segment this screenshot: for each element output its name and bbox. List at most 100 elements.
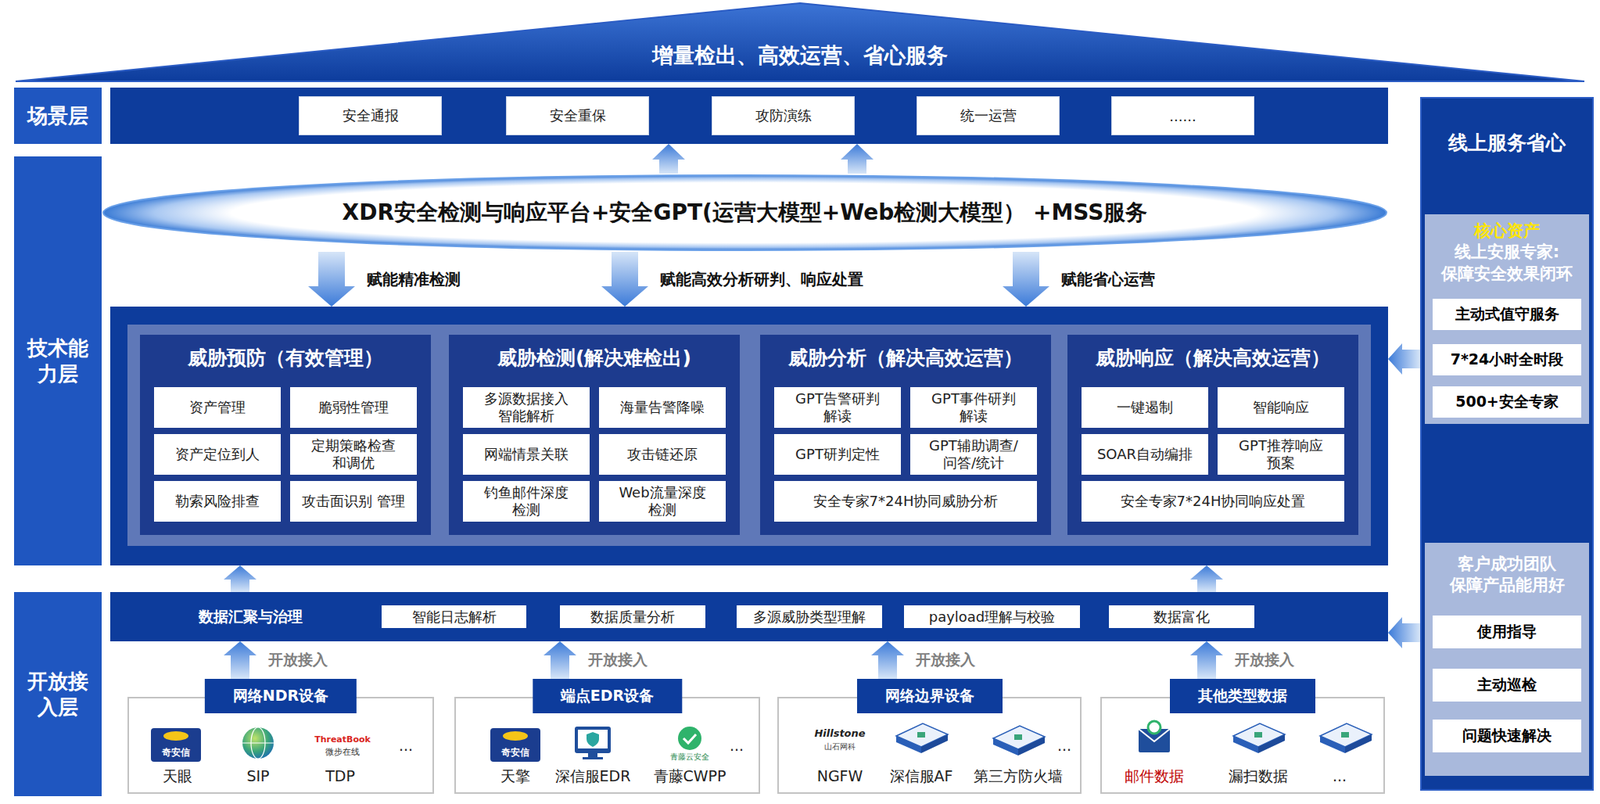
- capability-box: 安全专家7*24H协同响应处置: [1081, 480, 1345, 522]
- block-arrow: [871, 641, 905, 679]
- node-text: 统一运营: [960, 106, 1017, 126]
- service-box: 使用指导: [1432, 615, 1582, 649]
- roof: [15, 3, 1585, 82]
- device-label: 青藤CWPP: [653, 767, 727, 785]
- node-text: 攻击面识别 管理: [301, 492, 406, 510]
- capability-box: 海量告警降噪: [599, 387, 726, 428]
- heading-block: 威胁预防（有效管理）: [139, 345, 431, 372]
- capability-box: 脆弱性管理: [290, 387, 417, 428]
- appliance-icon: [896, 723, 948, 754]
- device-label: 青藤云安全: [670, 752, 710, 761]
- device-label: NGFW: [817, 767, 864, 785]
- heading-block: 威胁检测(解决难检出): [448, 345, 740, 372]
- device-label: ThreatBook: [314, 735, 371, 745]
- node-text: 技术能力层: [23, 335, 93, 387]
- platform-ellipse: XDR安全检测与响应平台+安全GPT(运营大模型+Web检测大模型） +MSS服…: [101, 173, 1389, 252]
- data-box: 多源威胁类型理解: [736, 605, 883, 628]
- block-arrow: [223, 565, 257, 592]
- monitor-screen: [577, 729, 608, 749]
- capability-column: 威胁检测(解决难检出) 多源数据接入 智能解析 海量告警降噪网端情景关联 攻击链还原钓…: [448, 334, 740, 535]
- device-label: ...: [729, 737, 744, 754]
- device-label: 天擎: [500, 767, 531, 785]
- capability-box: 钓鱼邮件深度 检测: [462, 480, 590, 522]
- group-tab: 端点EDR设备: [532, 678, 682, 714]
- capability-box: SOAR自动编排: [1081, 434, 1209, 475]
- band-heading: 数据汇聚与治理: [198, 591, 303, 642]
- check-mark: [683, 734, 696, 743]
- capability-box: 定期策略检查 和调优: [290, 434, 417, 475]
- capability-box: 攻击链还原: [599, 434, 726, 475]
- block-arrow: [308, 251, 356, 307]
- node-text: 定期策略检查 和调优: [297, 437, 409, 471]
- device-label: 奇安信: [501, 747, 530, 758]
- device-group: 网络NDR设备: [127, 678, 435, 794]
- node-text: 攻防演练: [755, 106, 812, 126]
- capability-box: GPT事件研判 解读: [910, 387, 1037, 428]
- shield-logo: [678, 726, 702, 750]
- heading-block: 客户成功团队 保障产品能用好: [1424, 553, 1590, 597]
- node-text: 数据富化: [1153, 607, 1210, 627]
- arrow-label: 开放接入: [1232, 649, 1297, 671]
- arrow-label: 赋能精准检测: [364, 269, 463, 291]
- arrow-label: 开放接入: [913, 649, 978, 671]
- capability-box: 安全专家7*24H协同威胁分析: [774, 480, 1037, 522]
- node-text: 多源威胁类型理解: [753, 607, 866, 627]
- scene-box: 安全通报: [298, 96, 442, 136]
- block-arrow: [1190, 565, 1224, 592]
- device-label: 深信服AF: [889, 767, 954, 785]
- group-tab: 其他类型数据: [1169, 678, 1316, 714]
- capability-box: GPT辅助调查/ 问答/统计: [910, 434, 1037, 475]
- capability-box: 攻击面识别 管理: [290, 480, 417, 522]
- node-text: 安全专家7*24H协同威胁分析: [813, 492, 999, 510]
- service-box: 问题快速解决: [1432, 719, 1582, 753]
- node-text: 资产管理: [189, 398, 246, 417]
- device-label: 山石网科: [824, 742, 856, 751]
- scene-box: 统一运营: [916, 96, 1060, 136]
- node-text: 网端情景关联: [484, 445, 569, 463]
- capability-box: GPT告警研判 解读: [774, 387, 901, 428]
- service-box: 7*24小时全时段: [1432, 344, 1582, 376]
- scene-box: 安全重保: [505, 96, 650, 136]
- node-text: 数据质量分析: [590, 607, 675, 627]
- service-box: 500+安全专家: [1432, 386, 1582, 418]
- heading-block: 威胁分析（解决高效运营）: [760, 345, 1052, 372]
- device-label: ...: [1057, 737, 1072, 754]
- node-text: 7*24小时全时段: [1450, 349, 1565, 370]
- node-text: ......: [1169, 107, 1196, 125]
- capability-panel: 威胁预防（有效管理） 资产管理 脆弱性管理资产定位到人定期策略检查 和调优勒索风险排…: [110, 306, 1389, 566]
- block-arrow: [1388, 617, 1421, 649]
- device-label: TDP: [325, 767, 356, 785]
- block-arrow: [652, 143, 686, 174]
- block-arrow: [543, 641, 577, 679]
- scene-box: ......: [1111, 96, 1255, 136]
- arrow-label: 开放接入: [265, 649, 331, 671]
- capability-box: 多源数据接入 智能解析: [462, 387, 590, 428]
- node-text: 场景层: [27, 103, 89, 130]
- capability-column: 威胁响应（解决高效运营）一键遏制智能响应SOAR自动编排GPT推荐响应 预案安全…: [1067, 334, 1359, 535]
- device-group: 端点EDR设备: [454, 678, 761, 794]
- heading-block: 线上服务省心: [1421, 130, 1593, 157]
- node-text: 500+安全专家: [1455, 391, 1559, 413]
- node-text: 威胁响应（解决高效运营）: [1067, 345, 1359, 372]
- service-panel: 客户成功团队 保障产品能用好使用指导主动巡检问题快速解决: [1424, 542, 1590, 776]
- logo-mark: [163, 731, 189, 741]
- capability-box: 资产定位到人: [154, 434, 281, 475]
- node-text: 脆弱性管理: [318, 398, 389, 417]
- arrow-label: 赋能高效分析研判、响应处置: [657, 269, 866, 291]
- node-text: 开放接入层: [23, 668, 93, 720]
- capability-column: 威胁预防（有效管理） 资产管理 脆弱性管理资产定位到人定期策略检查 和调优勒索风险排…: [139, 334, 431, 535]
- globe-line: [242, 742, 274, 743]
- device-label: 邮件数据: [1124, 767, 1184, 785]
- node-text: 威胁检测(解决难检出): [448, 345, 740, 372]
- capability-box: 网端情景关联: [462, 434, 590, 475]
- node-text: 海量告警降噪: [620, 398, 705, 417]
- device-group: 其他类型数据: [1100, 678, 1385, 794]
- scene-box: 攻防演练: [711, 96, 855, 136]
- node-text: 勒索风险排查: [175, 492, 260, 510]
- shield-icon: [586, 731, 600, 747]
- device-label: 微步在线: [325, 747, 360, 757]
- service-box: 主动式值守服务: [1432, 298, 1582, 331]
- node-text: 多源数据接入 智能解析: [470, 390, 582, 424]
- device-label: SIP: [246, 767, 270, 785]
